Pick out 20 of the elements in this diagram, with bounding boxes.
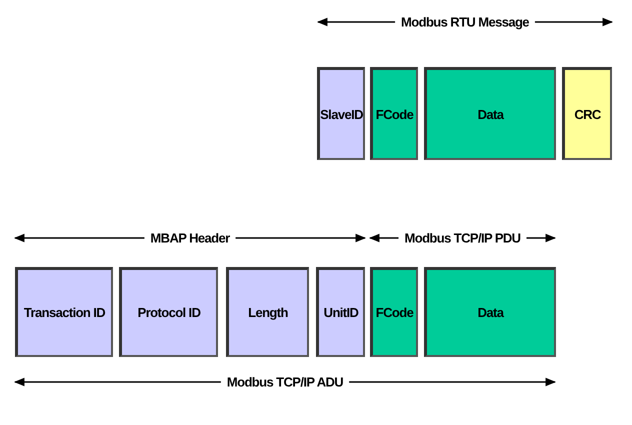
field-box bbox=[370, 67, 418, 160]
field-name: UnitID bbox=[324, 305, 358, 320]
field-box bbox=[15, 267, 113, 357]
field-box bbox=[562, 67, 612, 160]
field-name: Data bbox=[478, 305, 504, 320]
field-box bbox=[119, 267, 218, 357]
field-name: Length bbox=[248, 305, 288, 320]
field-box bbox=[424, 67, 556, 160]
field-box bbox=[317, 67, 365, 160]
field-box bbox=[316, 267, 365, 357]
field-box bbox=[370, 267, 418, 357]
field-box bbox=[226, 267, 309, 357]
field-name: Transaction ID bbox=[24, 305, 106, 320]
field-name: FCode bbox=[376, 305, 414, 320]
field-name: CRC bbox=[574, 106, 601, 122]
field-name: FCode bbox=[376, 106, 414, 122]
field-box bbox=[424, 267, 556, 357]
field-name: SlaveID bbox=[320, 106, 363, 122]
field-name: Data bbox=[478, 106, 504, 122]
field-name: Protocol ID bbox=[138, 305, 200, 320]
